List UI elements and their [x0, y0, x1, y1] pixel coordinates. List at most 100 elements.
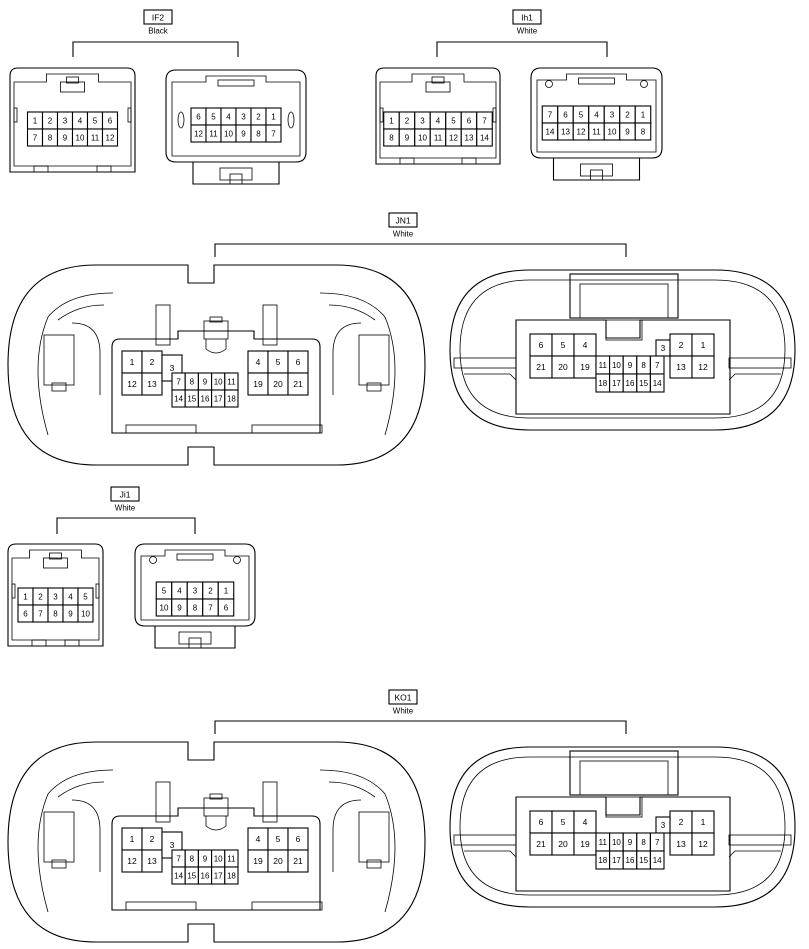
- pin-label: 21: [536, 362, 546, 372]
- outline: [111, 807, 321, 911]
- pin-label: 13: [676, 839, 686, 849]
- outline: [43, 811, 75, 863]
- pin-label: 11: [227, 854, 236, 863]
- outline: [332, 322, 362, 395]
- connector-id: JN1: [395, 216, 410, 226]
- outline: [579, 760, 669, 796]
- outline: [449, 746, 796, 908]
- outline: [580, 163, 613, 177]
- outline: [431, 76, 445, 84]
- outline: [31, 639, 47, 647]
- pin-label: 8: [389, 133, 394, 142]
- connector-id-box: [388, 689, 418, 705]
- pin-label: 3: [170, 363, 175, 373]
- pin-label: 16: [626, 856, 635, 865]
- outline: [379, 107, 384, 123]
- outline: [177, 111, 185, 129]
- outline: [453, 357, 517, 369]
- outline: [57, 304, 105, 321]
- connector-id: KO1: [394, 693, 411, 703]
- outline: [37, 769, 114, 913]
- outline: [358, 811, 390, 863]
- pin-label: 12: [106, 133, 115, 142]
- pin-label: 21: [293, 856, 303, 866]
- pin-label: 6: [539, 340, 544, 350]
- outline: [13, 73, 132, 167]
- outline: [155, 304, 171, 346]
- pin-label: 21: [536, 839, 546, 849]
- connector-color: White: [517, 27, 538, 36]
- pin-label: 5: [579, 110, 584, 119]
- outline: [262, 304, 278, 346]
- pin-label: 2: [405, 116, 410, 125]
- outline: [43, 334, 75, 386]
- pin-label: 16: [626, 379, 635, 388]
- outline: [217, 79, 255, 87]
- pin-label: 6: [539, 817, 544, 827]
- connector-id: Ji1: [120, 490, 131, 500]
- pin-label: 1: [33, 116, 38, 125]
- pin-cell: [77, 604, 94, 623]
- outline: [214, 243, 627, 257]
- pin-label: 2: [48, 116, 53, 125]
- pin-label: 14: [653, 856, 662, 865]
- pin-label: 10: [224, 129, 233, 138]
- pin-label: 1: [641, 110, 646, 119]
- pin-label: 9: [203, 377, 208, 386]
- pin-cell: [649, 373, 665, 393]
- outline: [332, 799, 362, 872]
- outline: [233, 556, 241, 564]
- pin-cell: [649, 850, 665, 870]
- outline: [640, 80, 648, 88]
- pin-label: 20: [273, 856, 283, 866]
- pin-label: 19: [580, 839, 590, 849]
- pin-label: 9: [68, 609, 73, 618]
- pin-label: 11: [599, 838, 608, 847]
- outline: [154, 626, 236, 649]
- outline: [7, 741, 426, 943]
- outline: [11, 549, 100, 641]
- outline: [205, 816, 227, 831]
- outline: [13, 107, 18, 123]
- outline: [209, 793, 223, 800]
- pin-cell: [217, 598, 235, 617]
- pin-label: 8: [190, 854, 195, 863]
- pin-label: 8: [641, 838, 646, 847]
- outline: [328, 304, 376, 321]
- outline: [366, 382, 382, 392]
- outline: [459, 756, 786, 896]
- pin-label: 6: [296, 834, 301, 844]
- pin-label: 13: [676, 362, 686, 372]
- pin-label: 11: [227, 377, 236, 386]
- connector-color: White: [115, 504, 136, 513]
- outline: [149, 556, 157, 564]
- outline: [203, 797, 229, 817]
- pin-label: 11: [592, 127, 601, 136]
- pin-label: 10: [76, 133, 85, 142]
- pin-label: 11: [91, 133, 100, 142]
- outline: [209, 316, 223, 323]
- outline: [375, 67, 501, 165]
- outline: [287, 111, 295, 129]
- pin-label: 2: [679, 817, 684, 827]
- pin-label: 6: [296, 357, 301, 367]
- outline: [140, 549, 250, 621]
- pin-label: 12: [127, 379, 137, 389]
- pin-label: 6: [196, 112, 201, 121]
- pin-label: 4: [594, 110, 599, 119]
- pin-label: 15: [187, 394, 196, 403]
- outline: [43, 557, 68, 569]
- pin-label: 7: [208, 603, 213, 612]
- pin-cell: [141, 849, 163, 873]
- pin-label: 17: [612, 379, 621, 388]
- outline: [71, 799, 101, 872]
- pin-label: 14: [653, 379, 662, 388]
